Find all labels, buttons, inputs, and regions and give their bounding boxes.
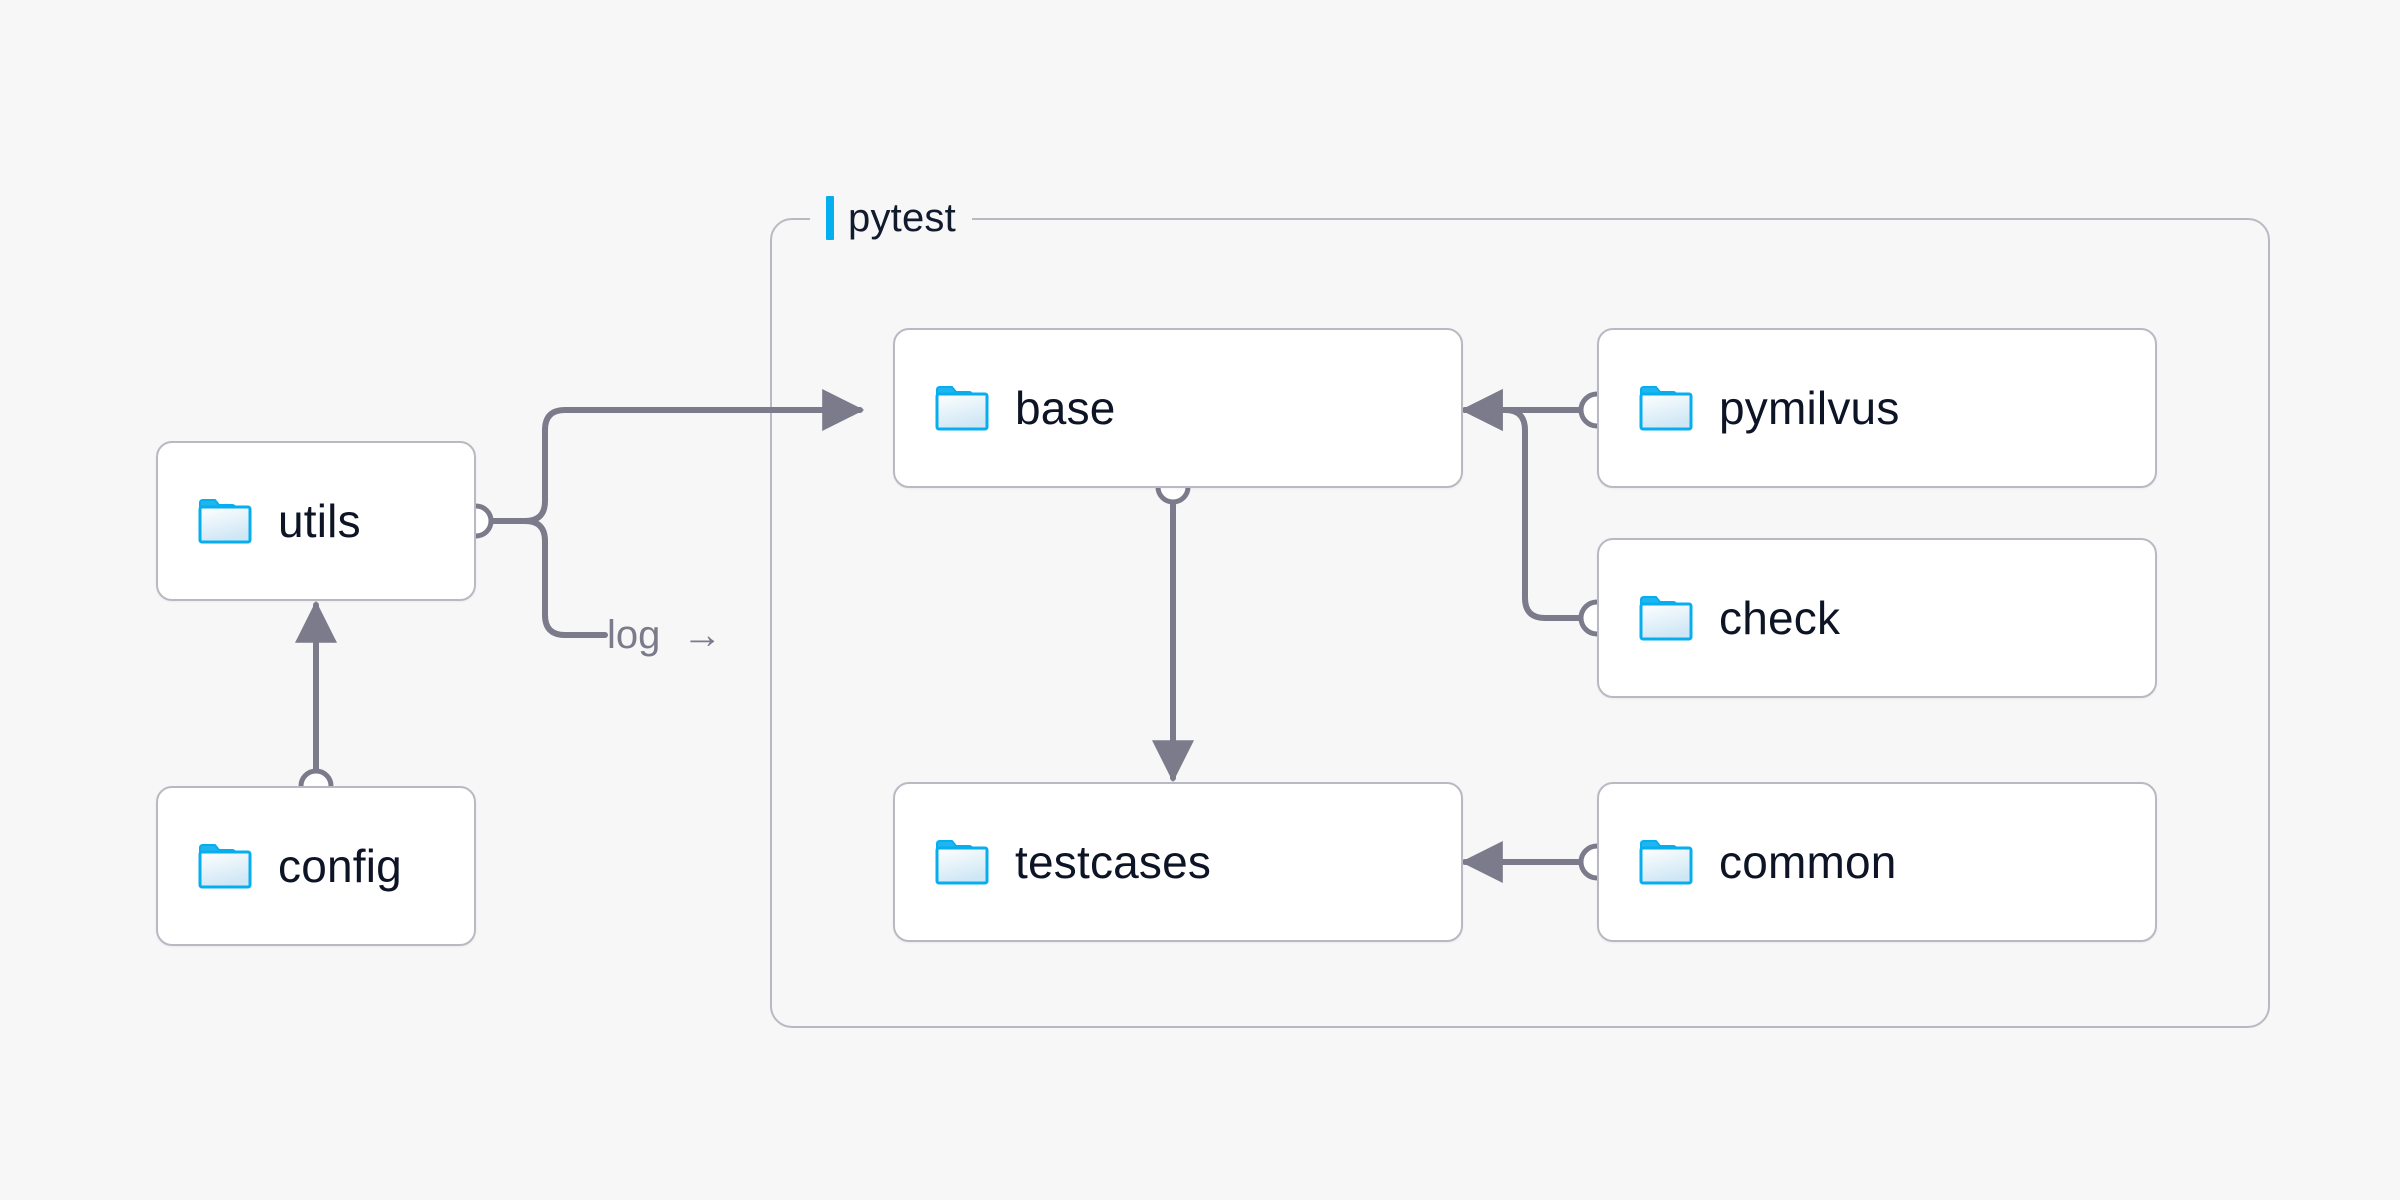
folder-icon (1639, 385, 1693, 431)
node-label: utils (278, 495, 361, 547)
node-config[interactable]: config (156, 786, 476, 946)
group-container-pytest[interactable] (770, 218, 2270, 1028)
group-label-pytest[interactable]: pytest (810, 192, 972, 244)
edge-label-log: log → (607, 615, 722, 655)
group-accent-bar (826, 196, 834, 240)
node-label: config (278, 840, 402, 892)
folder-icon (1639, 595, 1693, 641)
node-common[interactable]: common (1597, 782, 2157, 942)
node-label: testcases (1015, 836, 1212, 888)
folder-icon (1639, 839, 1693, 885)
node-check[interactable]: check (1597, 538, 2157, 698)
edge-label-log-text: log (607, 613, 661, 657)
connector-config-utils (295, 600, 337, 804)
node-pymilvus[interactable]: pymilvus (1597, 328, 2157, 488)
node-label: pymilvus (1719, 382, 1900, 434)
node-base[interactable]: base (893, 328, 1463, 488)
folder-icon (198, 843, 252, 889)
node-label: check (1719, 592, 1841, 644)
node-utils[interactable]: utils (156, 441, 476, 601)
node-label: common (1719, 836, 1897, 888)
folder-icon (935, 839, 989, 885)
node-testcases[interactable]: testcases (893, 782, 1463, 942)
edge-label-log-arrow-icon: → (682, 613, 723, 657)
node-label: base (1015, 382, 1116, 434)
group-title: pytest (848, 196, 956, 240)
folder-icon (198, 498, 252, 544)
connector-utils-log (489, 518, 608, 638)
folder-icon (935, 385, 989, 431)
